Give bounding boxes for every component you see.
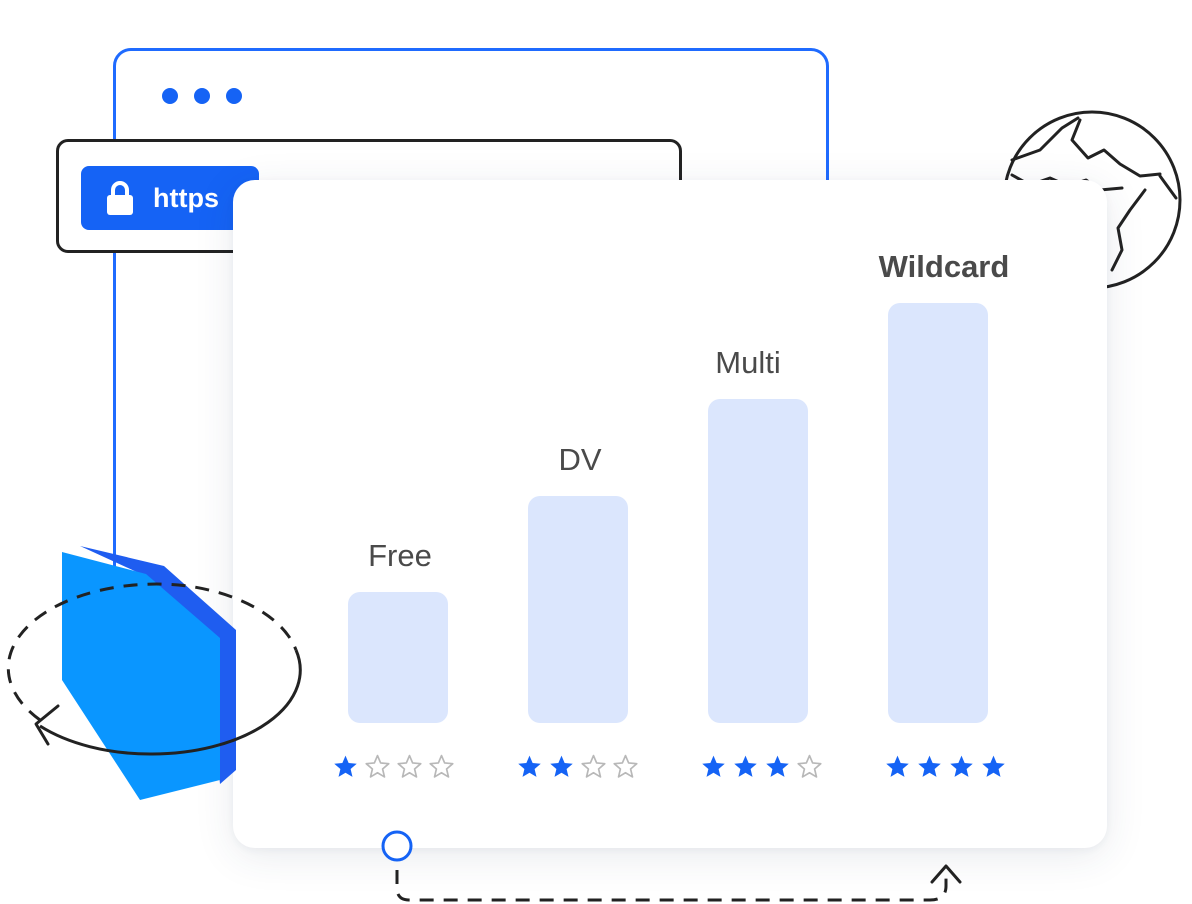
protocol-label: https (153, 182, 219, 213)
rating-stars-dv (517, 754, 638, 779)
lock-icon (105, 180, 135, 216)
star-filled-icon (550, 755, 573, 777)
tier-label-free: Free (368, 538, 432, 573)
star-empty-icon (613, 754, 638, 778)
star-filled-icon (766, 755, 789, 777)
rating-stars-wildcard (885, 754, 1006, 779)
star-filled-icon (734, 755, 757, 777)
star-filled-icon (702, 755, 725, 777)
star-empty-icon (365, 754, 390, 778)
star-filled-icon (950, 755, 973, 777)
star-empty-icon (429, 754, 454, 778)
star-filled-icon (334, 755, 357, 777)
window-dot (162, 88, 178, 104)
ssl-tier-card: Free DV Multi Wildcard (233, 180, 1107, 848)
tier-bar-wildcard (888, 303, 988, 723)
tier-label-wildcard: Wildcard (878, 249, 1010, 284)
star-filled-icon (518, 755, 541, 777)
star-empty-icon (581, 754, 606, 778)
star-empty-icon (397, 754, 422, 778)
tier-bar-multi (708, 399, 808, 723)
star-empty-icon (797, 754, 822, 778)
window-dot (226, 88, 242, 104)
tier-bar-free (348, 592, 448, 723)
rating-stars-free (333, 754, 454, 779)
https-badge: https (81, 166, 259, 230)
star-filled-icon (982, 755, 1005, 777)
tier-bar-dv (528, 495, 628, 723)
tier-label-multi: Multi (715, 345, 781, 381)
star-filled-icon (886, 755, 909, 777)
tier-label-dv: DV (558, 441, 602, 477)
star-filled-icon (918, 755, 941, 777)
window-dot (194, 88, 210, 104)
rating-stars-multi (701, 754, 822, 779)
